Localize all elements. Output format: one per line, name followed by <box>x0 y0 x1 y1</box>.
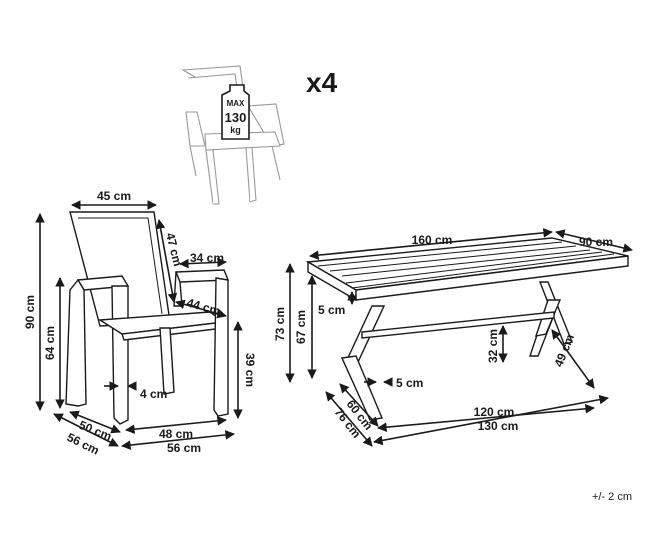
max-load-line2: 130 <box>225 110 247 125</box>
table-drawing <box>305 237 629 421</box>
chair-height-label: 90 cm <box>23 295 37 329</box>
table-width-label: 90 cm <box>579 235 613 249</box>
chair-drawing <box>65 211 230 425</box>
table-clearance-label: 67 cm <box>294 310 308 344</box>
max-load-line3: kg <box>230 125 241 135</box>
table-dimension-lines <box>285 228 633 447</box>
chair-arm-height-label: 64 cm <box>43 326 57 360</box>
table-leg-height-label: 49 cm <box>551 332 577 369</box>
chair-dimension-lines <box>35 200 243 450</box>
table-outer-length-label: 130 cm <box>478 419 519 433</box>
chair-back-width-label: 45 cm <box>97 189 131 203</box>
max-load-icon: MAX 130 kg <box>221 84 250 140</box>
chair-leg-width-label: 4 cm <box>140 387 167 401</box>
max-load-line1: MAX <box>227 99 245 108</box>
quantity-label: x4 <box>306 67 338 98</box>
table-foot-thickness-label: 5 cm <box>396 376 423 390</box>
tolerance-note: +/- 2 cm <box>592 491 632 503</box>
chair-front-inner-label: 48 cm <box>159 427 193 441</box>
chair-armrest-label: 34 cm <box>190 251 224 265</box>
chair-seat-height-label: 39 cm <box>243 353 257 387</box>
table-length-label: 160 cm <box>412 233 453 247</box>
chair-front-total-label: 56 cm <box>167 441 201 455</box>
table-crossbar-height-label: 32 cm <box>486 329 500 363</box>
table-top-thickness-label: 5 cm <box>318 303 345 317</box>
table-inner-length-label: 120 cm <box>474 405 515 419</box>
table-height-label: 73 cm <box>273 307 287 341</box>
